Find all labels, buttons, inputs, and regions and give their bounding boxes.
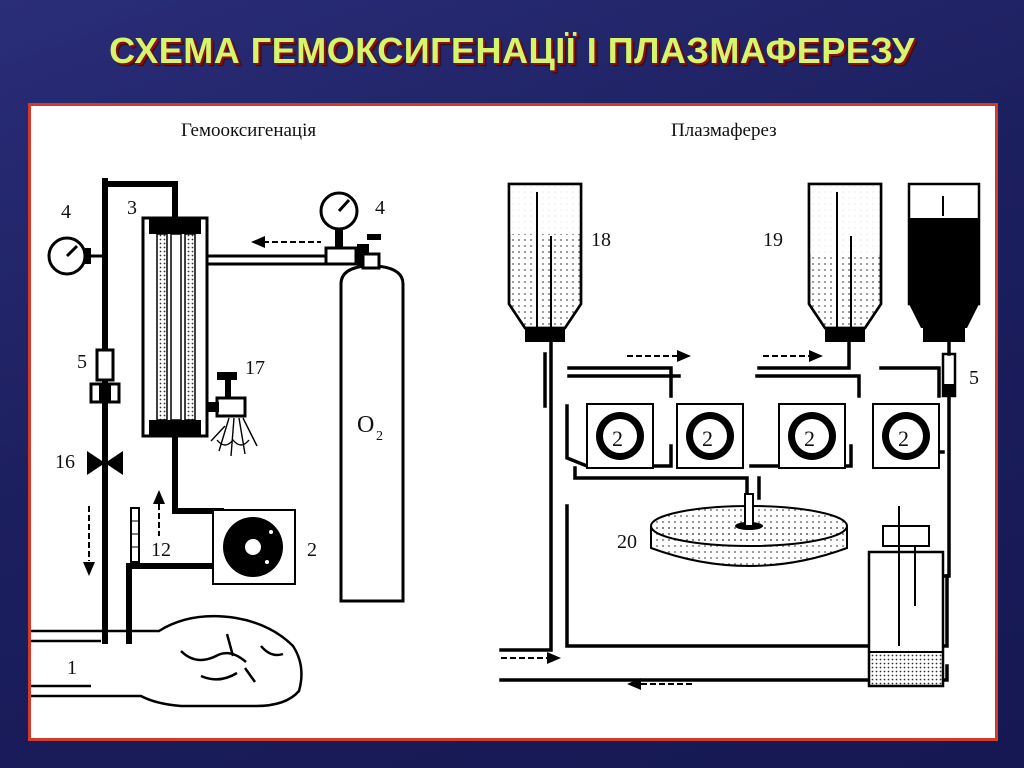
flow-down-arrow-icon [83, 506, 95, 576]
bubble-filter-right-icon [941, 352, 957, 398]
plasma-pump-4 [872, 403, 940, 469]
label-clamp: 16 [55, 451, 75, 473]
oxygen-cylinder [339, 252, 405, 603]
drip-chamber-icon [130, 507, 140, 563]
label-pump-4: 2 [898, 426, 909, 451]
label-valve: 17 [245, 357, 265, 379]
label-oxygenator: 3 [127, 197, 137, 219]
infusion-bottle-left [507, 182, 583, 342]
pressure-gauge-right-icon [319, 191, 381, 268]
flow-right-arrow-icon [627, 350, 691, 362]
gas-flow-arrow-icon [251, 236, 321, 248]
pressure-gauge-left-icon [47, 236, 91, 276]
left-tubing [84, 178, 333, 644]
label-bottle-left: 18 [591, 229, 611, 251]
blood-bottle [907, 182, 981, 342]
flow-left-arrow-icon [627, 678, 695, 690]
roller-pump-icon [212, 509, 296, 585]
label-separator: 20 [617, 531, 637, 553]
bubble-filter-icon [89, 348, 121, 404]
label-drip: 12 [151, 539, 171, 561]
label-cylinder-sub: 2 [376, 429, 383, 444]
label-cylinder: O [357, 412, 374, 438]
infusion-bottle-mid [807, 182, 883, 342]
label-pump-2: 2 [702, 426, 713, 451]
plasma-pump-1 [586, 403, 654, 469]
flow-right-arrow-2-icon [763, 350, 823, 362]
label-patient: 1 [67, 657, 77, 679]
right-panel-title: Плазмаферез [671, 120, 777, 141]
label-bottle-mid: 19 [763, 229, 783, 251]
collection-bottle [867, 506, 945, 688]
vent-valve-icon [207, 372, 258, 457]
label-gauge-right: 4 [375, 197, 385, 219]
left-panel-title: Гемооксигенація [181, 120, 316, 141]
flow-right-arrow-3-icon [501, 652, 561, 664]
tube-clamp-icon [87, 451, 123, 475]
plasma-pump-2 [676, 403, 744, 469]
slide-title: СХЕМА ГЕМОКСИГЕНАЦІЇ І ПЛАЗМАФЕРЕЗУ [109, 30, 915, 71]
label-filter-right: 5 [969, 367, 979, 389]
centrifuge-separator [650, 493, 848, 567]
label-pump-1: 2 [612, 426, 623, 451]
plasma-pump-3 [778, 403, 846, 469]
oxygenator-column [141, 216, 209, 438]
patient-arm-icon [31, 614, 303, 708]
label-pump-left: 2 [307, 539, 317, 561]
label-pump-3: 2 [804, 426, 815, 451]
figure-frame: Гемооксигенація 4 3 [28, 103, 998, 741]
label-gauge-left: 4 [61, 201, 71, 223]
schematic-diagram: Гемооксигенація 4 3 [31, 120, 981, 708]
label-filter-left: 5 [77, 351, 87, 373]
flow-up-arrow-icon [153, 490, 165, 536]
